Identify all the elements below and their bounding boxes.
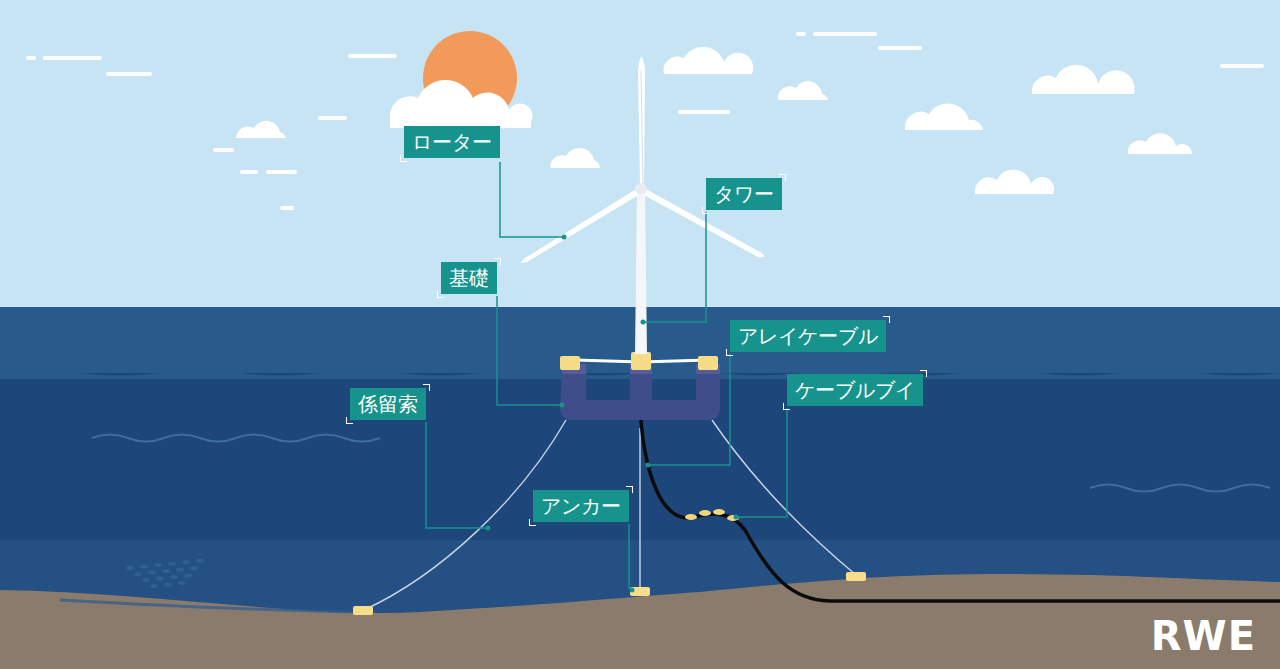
part-label: タワー xyxy=(706,178,782,210)
water-ripple xyxy=(1090,485,1270,492)
sea-deep xyxy=(0,373,1280,669)
fish-school xyxy=(126,559,204,589)
array-cable xyxy=(641,420,1280,601)
part-label: アレイケーブル xyxy=(730,320,886,352)
logo-watermark: RWE xyxy=(1151,614,1256,658)
foundation-column xyxy=(630,372,652,420)
anchors xyxy=(353,572,866,615)
part-label: ケーブルブイ xyxy=(787,374,923,406)
part-label: 基礎 xyxy=(441,262,497,294)
part-label: アンカー xyxy=(533,490,629,522)
seabed xyxy=(0,574,1280,669)
clouds xyxy=(236,47,1192,194)
part-label: ローター xyxy=(404,126,500,158)
water-ripple xyxy=(92,435,380,442)
seabed-shadow xyxy=(60,600,360,612)
sky-dashes xyxy=(28,34,1262,208)
floating-foundation xyxy=(560,372,720,420)
leader-dots xyxy=(486,235,739,593)
leader-lines xyxy=(426,162,787,589)
tower xyxy=(635,190,647,354)
foundation-floats xyxy=(560,352,718,370)
rotor xyxy=(521,57,765,263)
cable-buoys xyxy=(685,509,739,521)
part-label: 係留索 xyxy=(350,388,426,420)
